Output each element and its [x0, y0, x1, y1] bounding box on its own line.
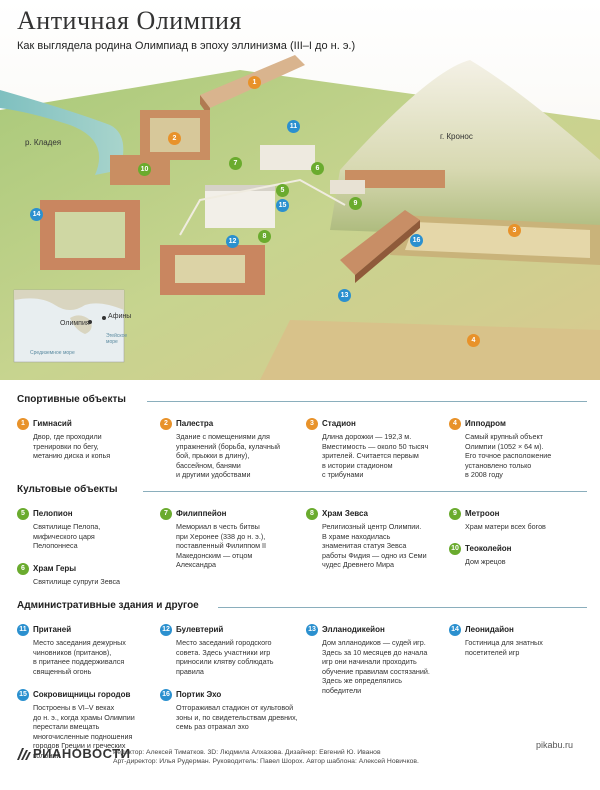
legend-name: Храм Зевса [322, 509, 368, 518]
legend-name: Сокровищницы городов [33, 690, 131, 699]
legend-number: 10 [449, 543, 461, 555]
legend-number: 7 [160, 508, 172, 520]
legend-name: Филиппейон [176, 509, 227, 518]
marker-12: 12 [226, 235, 239, 248]
legend-number: 2 [160, 418, 172, 430]
section-divider [218, 607, 587, 608]
marker-16: 16 [410, 234, 423, 247]
legend-desc: Гостиница для знатных посетителей игр [465, 638, 543, 657]
marker-8: 8 [258, 230, 271, 243]
legend-number: 13 [306, 624, 318, 636]
site-illustration [0, 0, 600, 380]
legend-name: Булевтерий [176, 625, 224, 634]
label-inset-olympia: Олимпия [60, 320, 90, 327]
legend-name: Палестра [176, 419, 214, 428]
legend-name: Теоколейон [465, 544, 512, 553]
marker-14: 14 [30, 208, 43, 221]
legend-desc: Построены в VI–V веках до н. э., когда х… [33, 703, 135, 760]
label-hill: г. Кронос [440, 132, 473, 141]
legend-number: 14 [449, 624, 461, 636]
page-subtitle: Как выглядела родина Олимпиад в эпоху эл… [17, 40, 356, 52]
legend-name: Метроон [465, 509, 500, 518]
section-title-cult: Культовые объекты [17, 484, 118, 495]
label-inset-med: Средиземное море [30, 350, 75, 356]
legend-name: Стадион [322, 419, 356, 428]
marker-9: 9 [349, 197, 362, 210]
credits-line-1: Редактор: Алексей Тиматков. 3D: Людмила … [113, 749, 381, 756]
label-inset-aegean: Эгейское море [106, 333, 128, 345]
marker-6: 6 [311, 162, 324, 175]
marker-15: 15 [276, 199, 289, 212]
section-title-sport: Спортивные объекты [17, 394, 126, 405]
legend-number: 5 [17, 508, 29, 520]
legend-desc: Святилище Пелопа, мифического царя Пелоп… [33, 522, 101, 551]
footer: РИАНОВОСТИ Редактор: Алексей Тиматков. 3… [0, 740, 600, 790]
marker-4: 4 [467, 334, 480, 347]
legend-number: 11 [17, 624, 29, 636]
legend-desc: Отгораживал стадион от культовой зоны и,… [176, 703, 298, 732]
legend-number: 4 [449, 418, 461, 430]
legend-number: 16 [160, 689, 172, 701]
legend-number: 3 [306, 418, 318, 430]
label-inset-athens: Афины [108, 313, 132, 320]
section-divider [143, 491, 587, 492]
legend-name: Пелопион [33, 509, 73, 518]
illustration: Античная Олимпия Как выглядела родина Ол… [0, 0, 600, 380]
legend-name: Портик Эхо [176, 690, 222, 699]
legend-desc: Святилище супруги Зевса [33, 577, 121, 586]
legend-name: Леонидайон [465, 625, 514, 634]
legend-number: 8 [306, 508, 318, 520]
marker-13: 13 [338, 289, 351, 302]
marker-10: 10 [138, 163, 151, 176]
credits-line-2: Арт-директор: Илья Рудерман. Руководител… [113, 758, 419, 765]
marker-2: 2 [168, 132, 181, 145]
legend-name: Ипподром [465, 419, 506, 428]
marker-7: 7 [229, 157, 242, 170]
legend-desc: Здание с помещениями для упражнений (бор… [176, 432, 281, 480]
legend-desc: Длина дорожки — 192,3 м. Вместимость — о… [322, 432, 429, 480]
section-divider [147, 401, 587, 402]
page-title: Античная Олимпия [17, 6, 242, 35]
marker-5: 5 [276, 184, 289, 197]
legend-name: Пританей [33, 625, 72, 634]
legend-name: Элланодикейон [322, 625, 385, 634]
marker-11: 11 [287, 120, 300, 133]
ria-logo-text: РИАНОВОСТИ [33, 746, 131, 761]
legend-number: 12 [160, 624, 172, 636]
legend-number: 1 [17, 418, 29, 430]
legend-desc: Мемориал в честь битвы при Херонее (338 … [176, 522, 267, 570]
ria-logo-icon [17, 748, 31, 760]
legend-desc: Храм матери всех богов [465, 522, 546, 531]
legend-desc: Двор, где проходили тренировки по бегу, … [33, 432, 111, 461]
watermark: pikabu.ru [536, 740, 574, 750]
legend-name: Гимнасий [33, 419, 72, 428]
legend-number: 6 [17, 563, 29, 575]
legend-desc: Место заседания дежурных чиновников (при… [33, 638, 126, 676]
legend-desc: Самый крупный объект Олимпии (1052 × 64 … [465, 432, 552, 480]
credits: Редактор: Алексей Тиматков. 3D: Людмила … [113, 748, 419, 766]
label-river: р. Кладея [25, 138, 62, 147]
marker-1: 1 [248, 76, 261, 89]
legend-number: 9 [449, 508, 461, 520]
section-title-admin: Административные здания и другое [17, 600, 199, 611]
legend-desc: Дом элланодиков — судей игр. Здесь за 10… [322, 638, 430, 695]
legend-desc: Дом жрецов [465, 557, 506, 566]
legend-number: 15 [17, 689, 29, 701]
legend-desc: Религиозный центр Олимпии. В храме наход… [322, 522, 427, 570]
marker-3: 3 [508, 224, 521, 237]
legend-name: Храм Геры [33, 564, 77, 573]
legend-desc: Место заседаний городского совета. Здесь… [176, 638, 274, 676]
